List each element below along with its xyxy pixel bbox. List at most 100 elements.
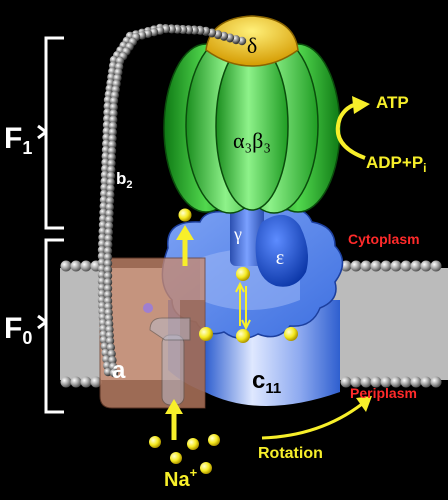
lipid-head <box>380 260 392 272</box>
b2-bead <box>104 228 113 237</box>
lipid-head <box>80 260 92 272</box>
lipid-head <box>420 376 432 388</box>
lipid-head <box>60 260 72 272</box>
f1-bracket <box>44 36 64 230</box>
lipid-head <box>360 260 372 272</box>
alpha-beta-lobe-center <box>215 41 289 211</box>
b2-bead <box>106 184 115 193</box>
lipid-head <box>70 376 82 388</box>
atp-label: ATP <box>376 93 409 112</box>
b2-bead <box>103 253 113 262</box>
na-ion-1 <box>149 436 161 448</box>
b2-bead <box>109 368 119 378</box>
lipid-head <box>380 376 392 388</box>
b2-bead <box>107 349 116 358</box>
lipid-head <box>430 260 442 272</box>
b2-bead <box>105 215 114 224</box>
ion-ring-2 <box>236 329 250 343</box>
na-label: Na+ <box>164 465 198 491</box>
b2-bead <box>107 165 116 174</box>
b2-bead <box>106 190 115 199</box>
na-ion-5 <box>200 462 212 474</box>
b2-bead <box>106 171 116 181</box>
rotation-arrowhead <box>356 396 372 412</box>
b2-bead <box>108 356 117 365</box>
b2-bead <box>108 140 117 149</box>
lipid-head <box>80 376 92 388</box>
na-ion-2 <box>187 438 199 450</box>
b2-bead <box>107 159 116 168</box>
lipid-head <box>370 376 382 388</box>
a-subunit <box>99 257 206 409</box>
lipid-head <box>390 260 402 272</box>
b2-bead <box>104 234 113 243</box>
delta-subunit <box>205 15 299 67</box>
alpha3beta3-label: α₃β₃ <box>233 128 271 153</box>
b2-bead <box>106 178 115 187</box>
gamma-label: γ <box>233 224 242 244</box>
b2-bead <box>103 290 113 299</box>
b2-bead <box>103 246 113 256</box>
alpha3beta3-hexamer <box>163 36 341 214</box>
b2-bead <box>109 96 119 106</box>
a-subunit-site <box>143 303 153 313</box>
ion-exchange-arrowhead-down <box>241 319 251 331</box>
na-ion-4 <box>170 452 182 464</box>
b2-stator-chain <box>97 23 247 378</box>
brackets <box>37 36 64 414</box>
lipid-head <box>410 376 422 388</box>
b2-bead <box>108 128 117 137</box>
a-label: a <box>112 357 126 384</box>
lipid-head <box>430 376 442 388</box>
sodium-ions <box>149 434 220 474</box>
f1-brace-tip <box>37 124 47 140</box>
b2-bead <box>109 103 118 112</box>
cytoplasm-label: Cytoplasm <box>348 231 420 247</box>
lipid-head <box>390 376 402 388</box>
lipid-head <box>410 260 422 272</box>
b2-bead <box>106 343 116 352</box>
b2-bead <box>108 121 118 131</box>
b2-bead <box>104 221 114 231</box>
f0-brace-tip <box>37 314 47 330</box>
periplasm-label: Periplasm <box>350 385 417 401</box>
ion-exit-arrowhead <box>176 225 194 240</box>
ion-top <box>178 208 192 222</box>
na-ion-3 <box>208 434 220 446</box>
atp-arrow-curve <box>335 102 366 160</box>
b2-bead <box>107 146 117 156</box>
f0-label: F0 <box>4 312 32 348</box>
lipid-head <box>400 260 412 272</box>
lipid-head <box>400 376 412 388</box>
b2-bead <box>103 278 113 287</box>
b2-bead <box>108 134 117 143</box>
lipid-head <box>350 260 362 272</box>
b2-bead <box>109 115 118 124</box>
atp-arrowhead <box>352 96 370 114</box>
c11-label: c11 <box>252 367 281 397</box>
ion-channel-half-lower <box>161 334 185 406</box>
epsilon-subunit <box>255 214 308 287</box>
ion-channel-half-upper <box>149 317 191 341</box>
atp-synthesis-arrow <box>335 96 370 160</box>
b2-bead <box>104 240 113 249</box>
lipid-head <box>420 260 432 272</box>
rotation-arrow-curve <box>261 402 363 440</box>
ring-ions <box>178 208 298 343</box>
ion-ring-4 <box>199 327 213 341</box>
b2-bead <box>105 209 114 218</box>
f1-label: F1 <box>4 122 32 158</box>
b2-bead <box>109 362 118 371</box>
lipid-head <box>370 260 382 272</box>
rotation-arrow <box>261 396 372 440</box>
b2-bead <box>105 336 115 346</box>
delta-label: δ <box>247 33 257 58</box>
lipid-head <box>70 260 82 272</box>
ion-exchange-arrowhead-up <box>235 281 245 293</box>
lipid-head <box>350 376 362 388</box>
ion-ring-3 <box>284 327 298 341</box>
ion-ring-1 <box>236 267 250 281</box>
b2-bead <box>103 259 113 268</box>
ion-entry-arrowhead <box>165 399 183 414</box>
